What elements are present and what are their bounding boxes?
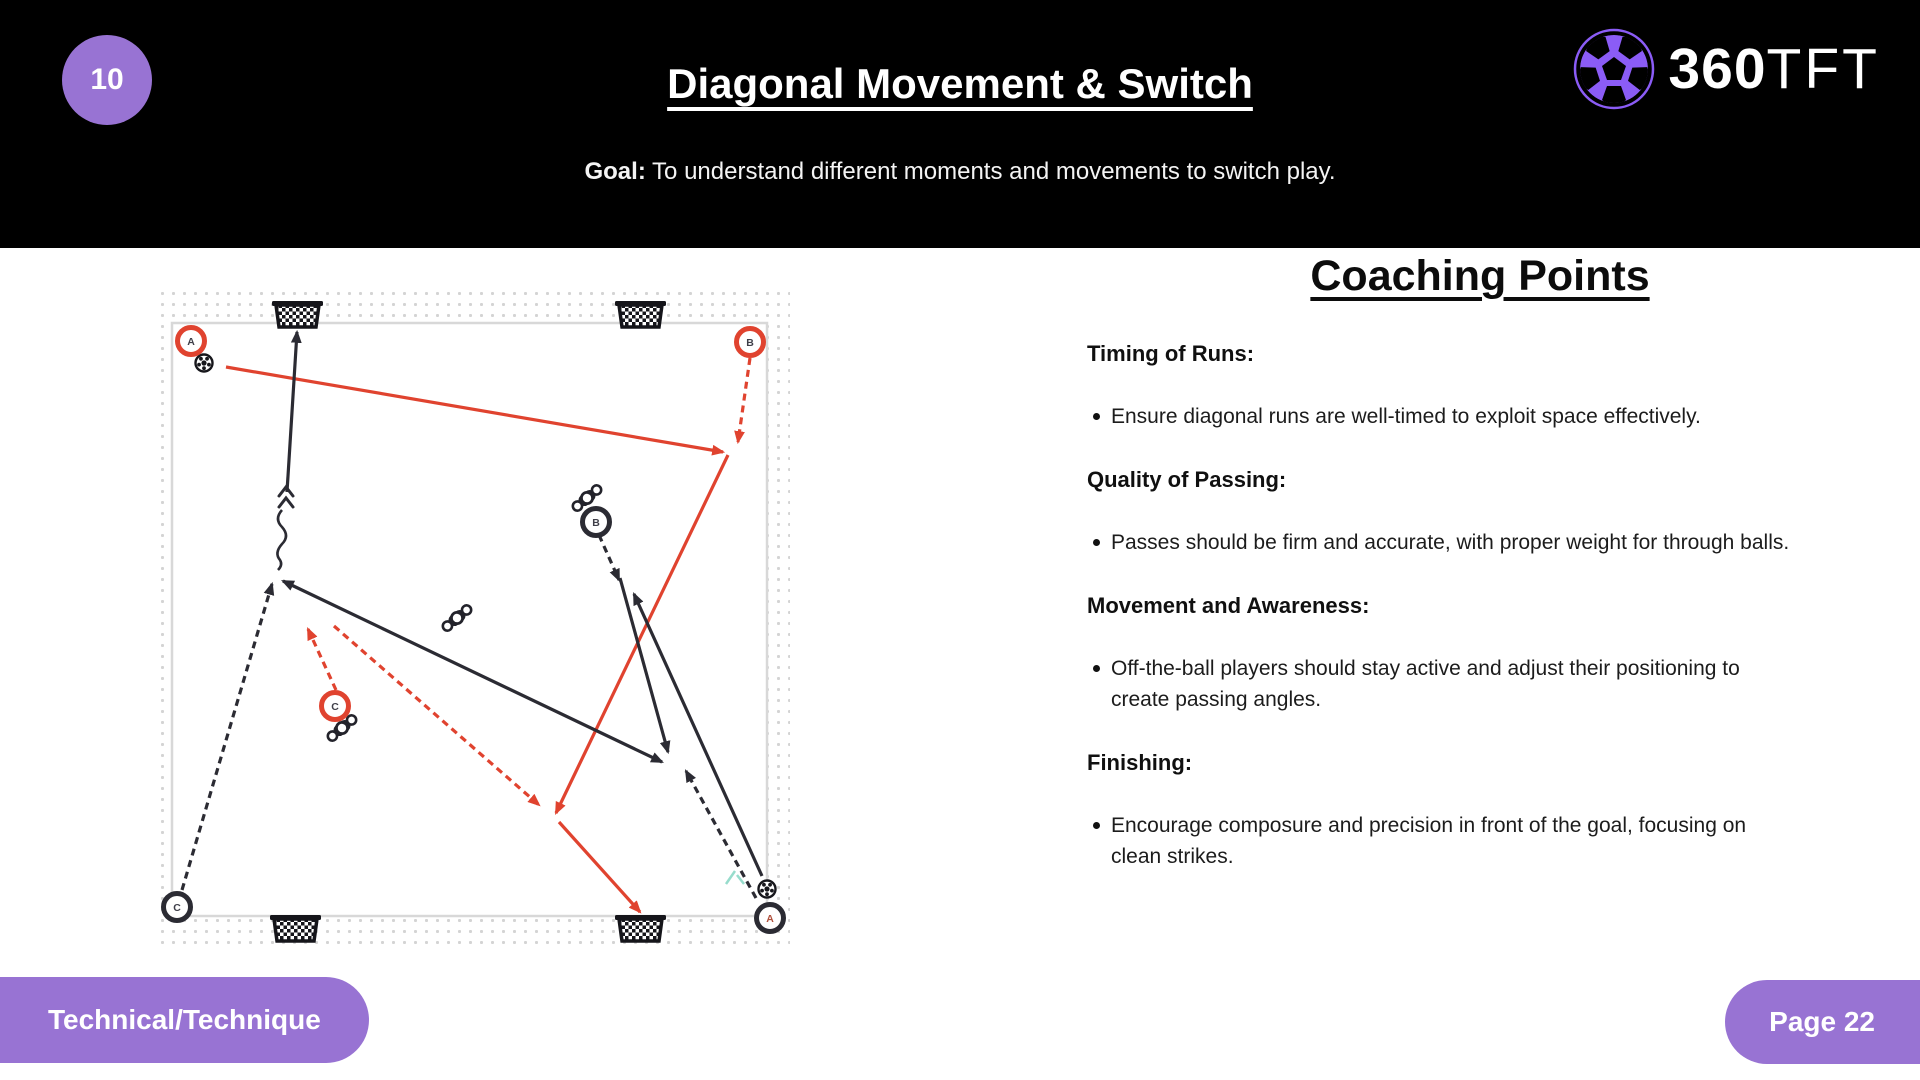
drill-number-badge: 10 [62,35,152,125]
tactics-diagram: A B C B C A [161,301,786,943]
coaching-bullet: Ensure diagonal runs are well-timed to e… [1087,401,1799,432]
pass-line [618,577,671,755]
page-title: Diagonal Movement & Switch [667,60,1253,107]
player-marker: B [734,326,766,358]
mini-goal [270,915,321,943]
header-band: 10 Diagonal Movement & Switch Goal: To u… [0,0,1920,248]
coaching-bullet: Encourage composure and precision in fro… [1087,810,1799,872]
coaching-points-title: Coaching Points [1310,252,1650,300]
svg-text:B: B [592,517,600,529]
coaching-section-heading: Movement and Awareness: [1087,593,1370,618]
mini-goal [272,301,323,329]
coaching-section-heading: Quality of Passing: [1087,467,1287,492]
player-marker: A [754,902,786,934]
soccer-ball-icon [757,879,777,899]
svg-text:C: C [173,902,181,914]
teal-mark [736,874,745,885]
dribble-chevron [277,495,295,509]
defender-figure-icon [571,484,603,512]
mini-goal [615,915,666,943]
player-marker: B [580,506,612,538]
coaching-bullet-list: Ensure diagonal runs are well-timed to e… [1087,401,1799,432]
pass-line [225,365,726,456]
goal-text: To understand different moments and move… [645,158,1336,185]
soccer-ball-logo-icon [1574,28,1655,110]
pass-line [632,592,764,877]
coaching-section-heading: Finishing: [1087,750,1193,775]
coaching-bullet-list: Encourage composure and precision in fro… [1087,810,1799,872]
pass-line [281,579,664,764]
run-line [684,769,758,899]
coaching-points-panel: Coaching Points Timing of Runs: Ensure di… [1080,252,1880,907]
pass-line [285,329,302,493]
svg-text:C: C [331,701,339,713]
defender-figure-icon [326,714,358,742]
player-marker: A [175,325,207,357]
dribble-chevron [277,484,295,498]
category-pill: Technical/Technique [0,977,369,1063]
svg-text:B: B [746,337,754,349]
goal-line: Goal: To understand different moments an… [0,158,1920,186]
pass-line [557,820,642,914]
brand-tft: TFT [1766,37,1880,101]
page-number-pill: Page 22 [1725,980,1920,1064]
soccer-ball-icon [194,353,214,373]
player-marker: C [319,690,351,722]
run-line [734,357,752,445]
coaching-sections: Timing of Runs: Ensure diagonal runs are … [1080,341,1807,872]
svg-text:A: A [766,913,774,925]
coaching-section-heading: Timing of Runs: [1087,341,1255,366]
run-line [597,534,621,582]
coaching-bullet-list: Passes should be firm and accurate, with… [1087,527,1799,558]
goal-label: Goal: [584,158,646,185]
brand-360: 360 [1668,37,1767,101]
player-marker: C [161,891,193,923]
mini-goal [615,301,666,329]
svg-text:A: A [187,336,195,348]
coaching-bullet-list: Off-the-ball players should stay active … [1087,653,1799,715]
defender-figure-icon [441,604,473,632]
teal-mark [724,870,737,885]
coaching-bullet: Off-the-ball players should stay active … [1087,653,1799,715]
dribble-squiggle [276,509,288,571]
run-line [180,581,275,891]
coaching-bullet: Passes should be firm and accurate, with… [1087,527,1799,558]
